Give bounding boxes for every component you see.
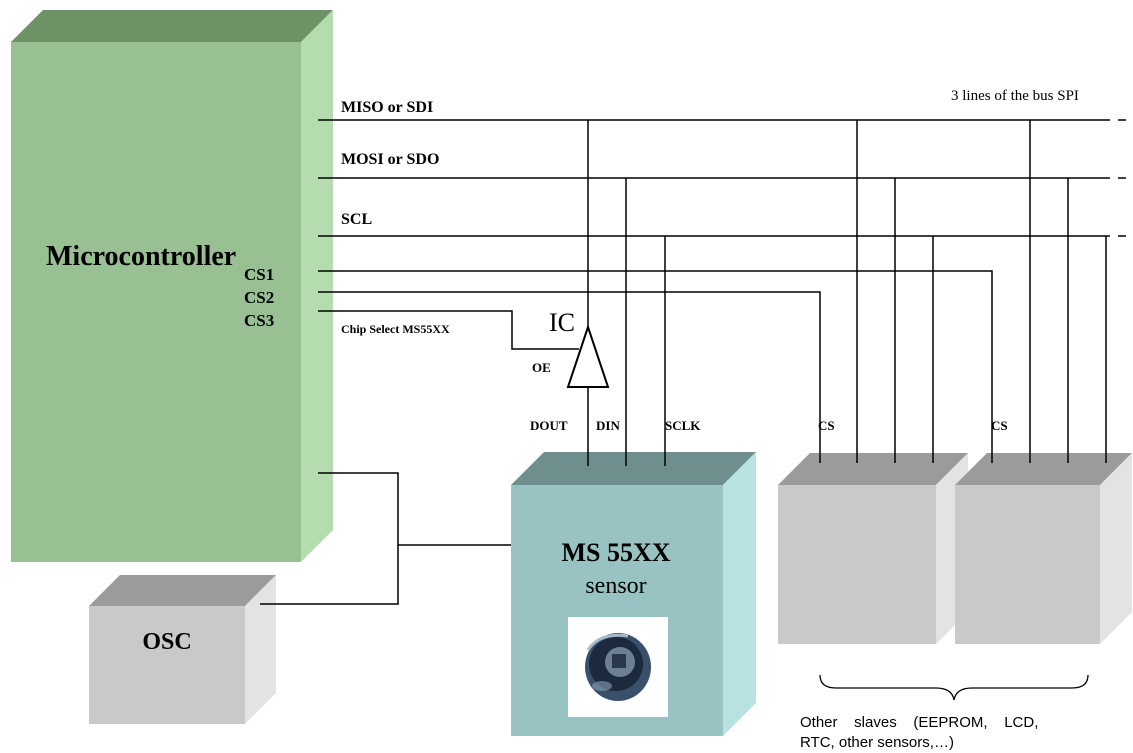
osc-connection-upper: [318, 473, 511, 545]
chip-select-ms-label: Chip Select MS55XX: [341, 322, 450, 336]
dout-label: DOUT: [530, 418, 568, 433]
microcontroller-block: Microcontroller CS1 CS2 CS3: [11, 10, 333, 562]
slave1-top-face: [778, 453, 968, 485]
bus-title: 3 lines of the bus SPI: [951, 88, 1079, 104]
microcontroller-label: Microcontroller: [46, 241, 236, 272]
sclk-label: SCLK: [665, 418, 701, 433]
sensor-side-face: [723, 452, 756, 736]
output-enable-label: OE: [532, 360, 551, 375]
cs1-line: [318, 271, 992, 463]
oscillator-top-face: [89, 575, 276, 606]
sensor-pin-labels: DOUT DIN SCLK: [530, 418, 701, 433]
slaves-caption-line2: RTC, other sensors,…): [800, 734, 954, 751]
oscillator-block: OSC: [89, 575, 276, 724]
microcontroller-top-face: [11, 10, 333, 42]
slave1-front-face: [778, 485, 936, 644]
sensor-subtitle: sensor: [585, 573, 646, 599]
slave2-front-face: [955, 485, 1100, 644]
mosi-label: MOSI or SDO: [341, 151, 439, 168]
din-label: DIN: [596, 418, 620, 433]
cs2-label: CS2: [244, 288, 274, 307]
slave2-cs-label: CS: [991, 418, 1008, 433]
slave-block-2: [955, 453, 1132, 644]
cs3-label: CS3: [244, 311, 274, 330]
buffer-ic: IC OE: [532, 308, 608, 387]
bus-labels: 3 lines of the bus SPI MISO or SDI MOSI …: [341, 88, 1079, 336]
slaves-brace: [820, 675, 1088, 700]
sensor-photo: [568, 617, 668, 717]
sensor-top-face: [511, 452, 756, 485]
scl-label: SCL: [341, 211, 372, 228]
sensor-title: MS 55XX: [561, 538, 670, 567]
oscillator-label: OSC: [142, 629, 191, 655]
cs1-label: CS1: [244, 265, 274, 284]
oscillator-front-face: [89, 606, 245, 724]
buffer-label: IC: [549, 308, 575, 337]
slaves-caption-line1: Other slaves (EEPROM, LCD,: [800, 714, 1038, 731]
microcontroller-side-face: [301, 10, 333, 562]
slave1-cs-label: CS: [818, 418, 835, 433]
sensor-block: MS 55XX sensor: [511, 452, 756, 736]
slave-block-1: [778, 453, 968, 644]
slave2-side-face: [1100, 453, 1132, 644]
miso-label: MISO or SDI: [341, 99, 433, 116]
slave-cs-labels: CS CS: [818, 418, 1008, 433]
